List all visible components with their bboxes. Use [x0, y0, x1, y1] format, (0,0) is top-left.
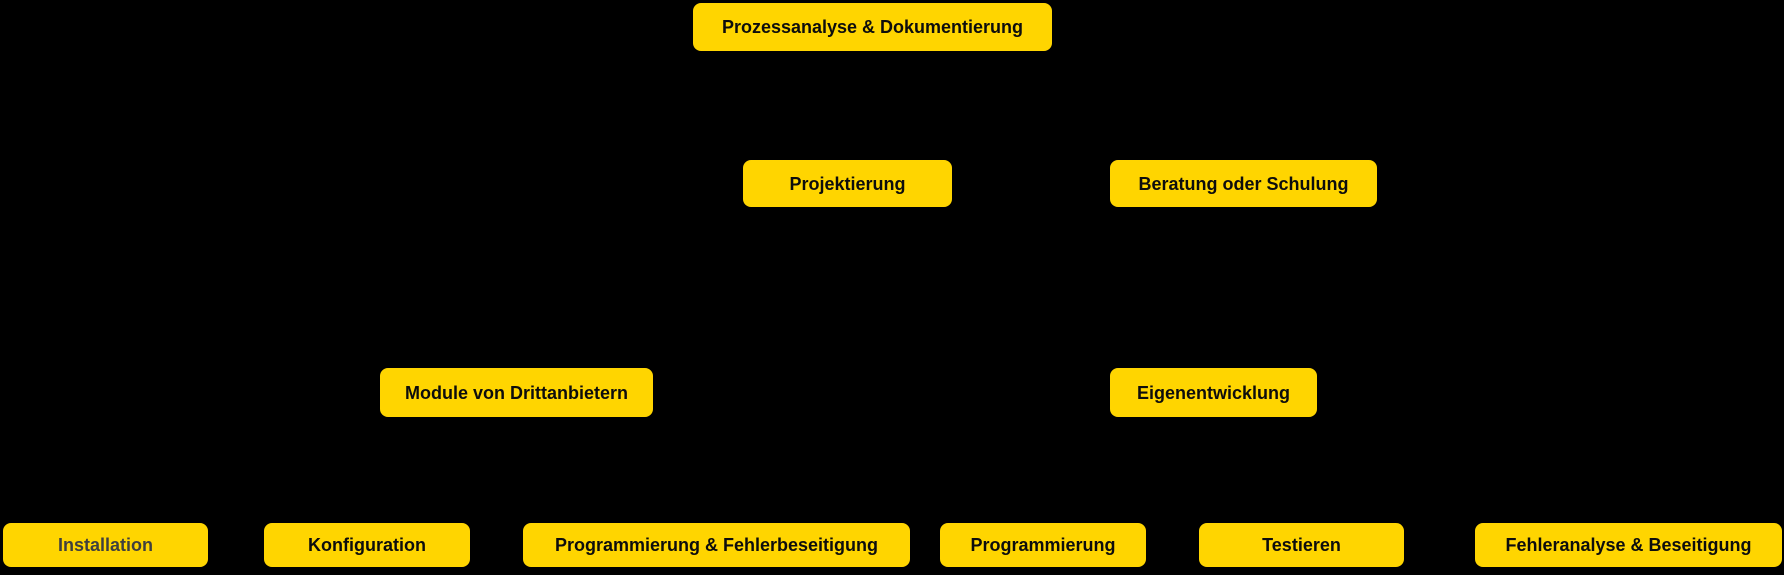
node-prozessanalyse-dokumentierung[interactable]: Prozessanalyse & Dokumentierung — [693, 3, 1052, 51]
node-label: Beratung oder Schulung — [1138, 173, 1349, 194]
node-label: Konfiguration — [308, 535, 426, 555]
node-konfiguration[interactable]: Konfiguration — [264, 523, 470, 567]
node-label: Programmierung — [970, 535, 1116, 555]
node-installation[interactable]: Installation — [3, 523, 208, 567]
node-programmierung-fehlerbeseitigung[interactable]: Programmierung & Fehlerbeseitigung — [523, 523, 910, 567]
node-label: Module von Drittanbietern — [404, 382, 628, 403]
node-label: Prozessanalyse & Dokumentierung — [721, 17, 1024, 37]
node-label: Programmierung & Fehlerbeseitigung — [554, 535, 879, 555]
node-fehleranalyse-beseitigung[interactable]: Fehleranalyse & Beseitigung — [1475, 523, 1782, 567]
node-module-von-drittanbietern[interactable]: Module von Drittanbietern — [380, 368, 653, 417]
node-beratung-oder-schulung[interactable]: Beratung oder Schulung — [1110, 160, 1377, 207]
node-label: Eigenentwicklung — [1136, 382, 1291, 403]
node-programmierung[interactable]: Programmierung — [940, 523, 1146, 567]
node-projektierung[interactable]: Projektierung — [743, 160, 952, 207]
node-label: Installation — [57, 535, 153, 555]
node-label: Projektierung — [789, 173, 906, 194]
node-eigenentwicklung[interactable]: Eigenentwicklung — [1110, 368, 1317, 417]
node-label: Fehleranalyse & Beseitigung — [1505, 535, 1752, 555]
node-label: Testieren — [1262, 535, 1341, 555]
node-testieren[interactable]: Testieren — [1199, 523, 1404, 567]
